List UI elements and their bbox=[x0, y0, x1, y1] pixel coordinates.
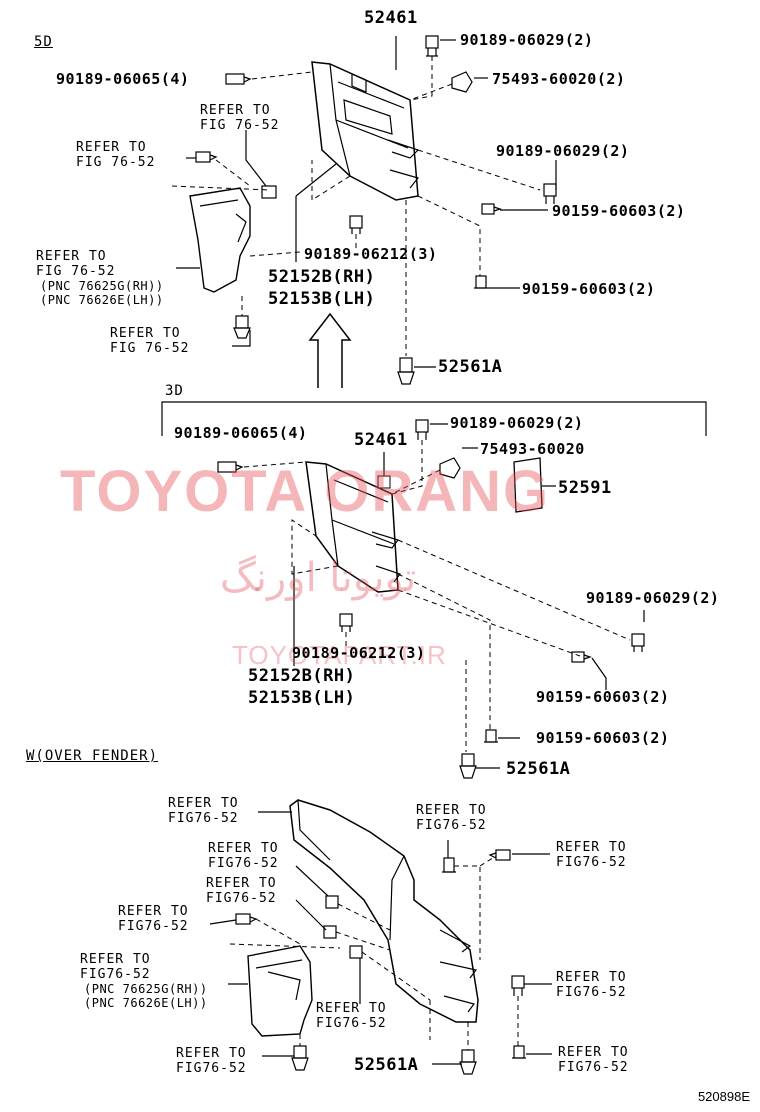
refer-fig: FIG76-52 bbox=[416, 818, 487, 833]
part-52461: 52461 bbox=[364, 8, 418, 28]
fastener-3d-1 bbox=[415, 419, 429, 440]
refer-fig: FIG76-52 bbox=[176, 1061, 247, 1076]
part-90189-06029: 90189-06029(2) bbox=[586, 589, 720, 607]
part-52153b: 52153B(LH) bbox=[248, 688, 356, 708]
fastener-w-5 bbox=[235, 913, 258, 925]
fastener-5d-5 bbox=[195, 151, 218, 163]
fastener-w-1 bbox=[442, 857, 456, 873]
refer-text: REFER TO bbox=[208, 841, 279, 856]
section-w-label: W(OVER FENDER) bbox=[26, 748, 159, 764]
refer-fig: FIG76-52 bbox=[556, 855, 627, 870]
pnc-lh: (PNC 76626E(LH)) bbox=[84, 996, 208, 1010]
fastener-3d-7 bbox=[484, 729, 498, 743]
refer-text: REFER TO bbox=[316, 1001, 387, 1016]
fastener-w-6 bbox=[349, 945, 363, 959]
fastener-3d-2 bbox=[217, 461, 244, 473]
section-3d-label: 3D bbox=[165, 383, 184, 399]
part-90189-06212: 90189-06212(3) bbox=[304, 245, 438, 263]
fastener-3d-3 bbox=[439, 457, 461, 479]
fastener-w-2 bbox=[488, 849, 511, 861]
refer-fig: FIG 76-52 bbox=[200, 118, 280, 133]
refer-text: REFER TO bbox=[110, 326, 181, 341]
refer-fig: FIG 76-52 bbox=[76, 155, 156, 170]
fastener-5d-3 bbox=[451, 71, 473, 93]
fastener-w-8 bbox=[512, 1045, 526, 1059]
refer-fig: FIG76-52 bbox=[208, 856, 279, 871]
refer-text: REFER TO bbox=[200, 103, 271, 118]
fastener-3d-8 bbox=[459, 753, 477, 779]
section-5d-drawing bbox=[171, 35, 557, 388]
refer-text: REFER TO bbox=[206, 876, 277, 891]
fastener-5d-9 bbox=[474, 275, 488, 289]
refer-fig: FIG76-52 bbox=[556, 985, 627, 1000]
refer-fig: FIG 76-52 bbox=[36, 264, 116, 279]
refer-text: REFER TO bbox=[416, 803, 487, 818]
part-75493-60020: 75493-60020 bbox=[480, 440, 585, 458]
pnc-rh: (PNC 76625G(RH)) bbox=[84, 982, 208, 996]
part-90189-06029: 90189-06029(2) bbox=[450, 414, 584, 432]
refer-fig: FIG76-52 bbox=[168, 811, 239, 826]
fastener-w-7 bbox=[511, 975, 525, 996]
refer-fig: FIG76-52 bbox=[80, 967, 151, 982]
refer-fig: FIG76-52 bbox=[558, 1060, 629, 1075]
refer-text: REFER TO bbox=[76, 140, 147, 155]
fastener-3d-6 bbox=[339, 613, 353, 632]
fastener-3d-5 bbox=[571, 651, 592, 663]
fastener-5d-7 bbox=[481, 203, 502, 215]
section-5d-label: 5D bbox=[34, 34, 53, 50]
refer-fig: FIG76-52 bbox=[206, 891, 277, 906]
pnc-rh: (PNC 76625G(RH)) bbox=[40, 279, 164, 293]
section-3d-drawing bbox=[161, 401, 707, 779]
refer-text: REFER TO bbox=[36, 249, 107, 264]
part-90159-60603: 90159-60603(2) bbox=[522, 280, 656, 298]
fastener-5d-1 bbox=[425, 35, 439, 57]
pnc-lh: (PNC 76626E(LH)) bbox=[40, 293, 164, 307]
fastener-w-9 bbox=[459, 1049, 477, 1075]
refer-text: REFER TO bbox=[168, 796, 239, 811]
refer-text: REFER TO bbox=[558, 1045, 629, 1060]
part-52591: 52591 bbox=[558, 478, 612, 498]
refer-text: REFER TO bbox=[176, 1046, 247, 1061]
part-90189-06065: 90189-06065(4) bbox=[56, 70, 190, 88]
fastener-5d-11 bbox=[397, 357, 415, 385]
refer-text: REFER TO bbox=[118, 904, 189, 919]
part-52461: 52461 bbox=[354, 430, 408, 450]
part-90189-06029: 90189-06029(2) bbox=[496, 142, 630, 160]
drawing-code: 520898E bbox=[697, 1089, 750, 1104]
part-52152b: 52152B(RH) bbox=[268, 267, 376, 287]
watermark-site: TOYOTAPART.IR bbox=[232, 640, 447, 670]
section-w-drawing bbox=[209, 799, 552, 1075]
watermark-latin: TOYOTA ORANG bbox=[60, 459, 551, 524]
fastener-w-4 bbox=[323, 925, 337, 939]
fastener-5d-4 bbox=[261, 185, 277, 199]
part-52561a: 52561A bbox=[354, 1055, 419, 1075]
part-52152b: 52152B(RH) bbox=[248, 666, 356, 686]
fastener-5d-10 bbox=[233, 315, 251, 339]
watermark-persian: تویوتا اورنگ bbox=[220, 555, 417, 601]
part-52153b: 52153B(LH) bbox=[268, 289, 376, 309]
refer-fig: FIG76-52 bbox=[316, 1016, 387, 1031]
part-90159-60603: 90159-60603(2) bbox=[536, 729, 670, 747]
part-90189-06212: 90189-06212(3) bbox=[292, 644, 426, 662]
fastener-w-3 bbox=[325, 895, 339, 909]
refer-fig: FIG 76-52 bbox=[110, 341, 190, 356]
fastener-w-10 bbox=[291, 1045, 309, 1071]
part-90189-06029: 90189-06029(2) bbox=[460, 31, 594, 49]
part-90189-06065: 90189-06065(4) bbox=[174, 424, 308, 442]
fastener-5d-2 bbox=[225, 73, 252, 85]
fastener-5d-6 bbox=[543, 183, 557, 204]
fastener-5d-8 bbox=[349, 215, 363, 234]
part-75493-60020: 75493-60020(2) bbox=[492, 70, 626, 88]
part-90159-60603: 90159-60603(2) bbox=[536, 688, 670, 706]
part-90159-60603: 90159-60603(2) bbox=[552, 202, 686, 220]
fastener-3d-4 bbox=[631, 633, 645, 652]
refer-text: REFER TO bbox=[80, 952, 151, 967]
refer-text: REFER TO bbox=[556, 840, 627, 855]
refer-fig: FIG76-52 bbox=[118, 919, 189, 934]
part-52561a: 52561A bbox=[506, 759, 571, 779]
refer-text: REFER TO bbox=[556, 970, 627, 985]
part-52561a: 52561A bbox=[438, 357, 503, 377]
